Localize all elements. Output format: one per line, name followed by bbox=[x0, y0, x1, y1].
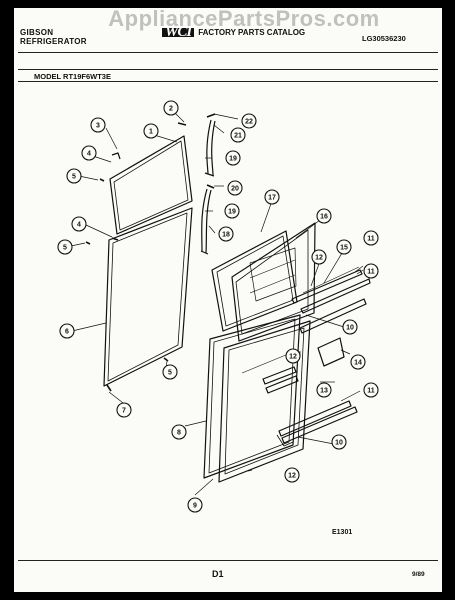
hardware bbox=[85, 113, 216, 392]
callout-5c: 5 bbox=[162, 364, 178, 380]
svg-text:18: 18 bbox=[222, 232, 230, 239]
svg-text:19: 19 bbox=[228, 209, 236, 216]
publication-number: LG30536230 bbox=[362, 34, 406, 43]
revision-date: 9/89 bbox=[412, 571, 425, 578]
callout-21: 21 bbox=[230, 127, 246, 143]
model-rule-bottom bbox=[18, 81, 438, 82]
callout-7: 7 bbox=[116, 402, 132, 418]
product-type: REFRIGERATOR bbox=[20, 37, 87, 46]
svg-text:3: 3 bbox=[96, 123, 100, 130]
svg-text:2: 2 bbox=[169, 106, 173, 113]
callout-1: 1 bbox=[143, 123, 159, 139]
svg-text:4: 4 bbox=[77, 222, 81, 229]
svg-text:15: 15 bbox=[340, 245, 348, 252]
callout-18: 18 bbox=[218, 226, 234, 242]
fresh-food-door-shelves bbox=[276, 400, 358, 447]
svg-text:22: 22 bbox=[245, 119, 253, 126]
callout-13: 13 bbox=[316, 382, 332, 398]
callout-9: 9 bbox=[187, 497, 203, 513]
svg-text:20: 20 bbox=[231, 186, 239, 193]
callout-16: 16 bbox=[316, 208, 332, 224]
callout-11: 11 bbox=[363, 230, 379, 246]
svg-text:12: 12 bbox=[288, 473, 296, 480]
freezer-door-shelves bbox=[291, 266, 371, 334]
callout-12b: 12 bbox=[285, 348, 301, 364]
catalog-title: FACTORY PARTS CATALOG bbox=[198, 28, 306, 37]
callout-12c: 12 bbox=[284, 467, 300, 483]
svg-text:6: 6 bbox=[65, 329, 69, 336]
svg-text:4: 4 bbox=[87, 151, 91, 158]
callout-4b: 4 bbox=[71, 216, 87, 232]
svg-text:13: 13 bbox=[320, 388, 328, 395]
header-rule bbox=[18, 52, 438, 53]
callout-20: 20 bbox=[227, 180, 243, 196]
brand-block: GIBSON REFRIGERATOR bbox=[20, 28, 87, 46]
callout-19b: 19 bbox=[224, 203, 240, 219]
fresh-food-door-liner bbox=[218, 320, 311, 483]
svg-text:11: 11 bbox=[367, 236, 375, 243]
wci-logo: WCI bbox=[162, 25, 195, 40]
svg-text:7: 7 bbox=[122, 408, 126, 415]
svg-text:10: 10 bbox=[335, 440, 343, 447]
callout-10b: 10 bbox=[331, 434, 347, 450]
callout-labels: 1 2 3 4 5 4 5 6 5 7 8 9 10 10 11 11 11 1… bbox=[57, 100, 379, 513]
callout-8: 8 bbox=[171, 424, 187, 440]
svg-text:21: 21 bbox=[234, 133, 242, 140]
callout-19: 19 bbox=[225, 150, 241, 166]
svg-text:16: 16 bbox=[320, 214, 328, 221]
callout-6: 6 bbox=[59, 323, 75, 339]
model-label: MODEL RT19F6WT3E bbox=[34, 72, 111, 81]
model-rule-top bbox=[18, 69, 438, 70]
svg-text:1: 1 bbox=[149, 129, 153, 136]
leader-lines bbox=[70, 111, 364, 496]
callout-11c: 11 bbox=[363, 382, 379, 398]
callout-4: 4 bbox=[81, 145, 97, 161]
dairy-bin bbox=[317, 337, 345, 367]
fresh-food-door bbox=[103, 207, 193, 387]
callout-5b: 5 bbox=[57, 239, 73, 255]
svg-text:14: 14 bbox=[354, 360, 362, 367]
callout-5: 5 bbox=[66, 168, 82, 184]
callout-12: 12 bbox=[311, 249, 327, 265]
svg-text:5: 5 bbox=[63, 245, 67, 252]
callout-3: 3 bbox=[90, 117, 106, 133]
callout-10: 10 bbox=[342, 319, 358, 335]
svg-text:5: 5 bbox=[168, 370, 172, 377]
svg-text:11: 11 bbox=[367, 388, 375, 395]
page-number: D1 bbox=[212, 569, 224, 579]
svg-text:12: 12 bbox=[289, 354, 297, 361]
callout-2: 2 bbox=[163, 100, 179, 116]
callout-15: 15 bbox=[336, 239, 352, 255]
freezer-gasket bbox=[211, 230, 298, 332]
watermark: AppliancePartsPros.com bbox=[108, 8, 380, 31]
footer-rule bbox=[18, 560, 438, 561]
svg-text:9: 9 bbox=[193, 503, 197, 510]
svg-text:19: 19 bbox=[229, 156, 237, 163]
figure-number: E1301 bbox=[332, 529, 353, 536]
svg-text:17: 17 bbox=[268, 195, 276, 202]
svg-text:10: 10 bbox=[346, 325, 354, 332]
svg-text:11: 11 bbox=[367, 269, 375, 276]
svg-text:5: 5 bbox=[72, 174, 76, 181]
freezer-door bbox=[109, 135, 193, 235]
svg-text:12: 12 bbox=[315, 255, 323, 262]
fresh-food-gasket bbox=[203, 314, 301, 479]
door-handles bbox=[200, 119, 216, 255]
catalog-header: WCI FACTORY PARTS CATALOG bbox=[162, 25, 306, 40]
freezer-door-liner bbox=[231, 222, 316, 342]
callout-14: 14 bbox=[350, 354, 366, 370]
callout-17: 17 bbox=[264, 189, 280, 205]
parts-diagram-sheet: AppliancePartsPros.com GIBSON REFRIGERAT… bbox=[14, 8, 442, 592]
callout-11b: 11 bbox=[363, 263, 379, 279]
callout-22: 22 bbox=[241, 113, 257, 129]
exploded-view-diagram: 1 2 3 4 5 4 5 6 5 7 8 9 10 10 11 11 11 1… bbox=[57, 100, 379, 513]
brand-name: GIBSON bbox=[20, 28, 54, 37]
svg-text:8: 8 bbox=[177, 430, 181, 437]
